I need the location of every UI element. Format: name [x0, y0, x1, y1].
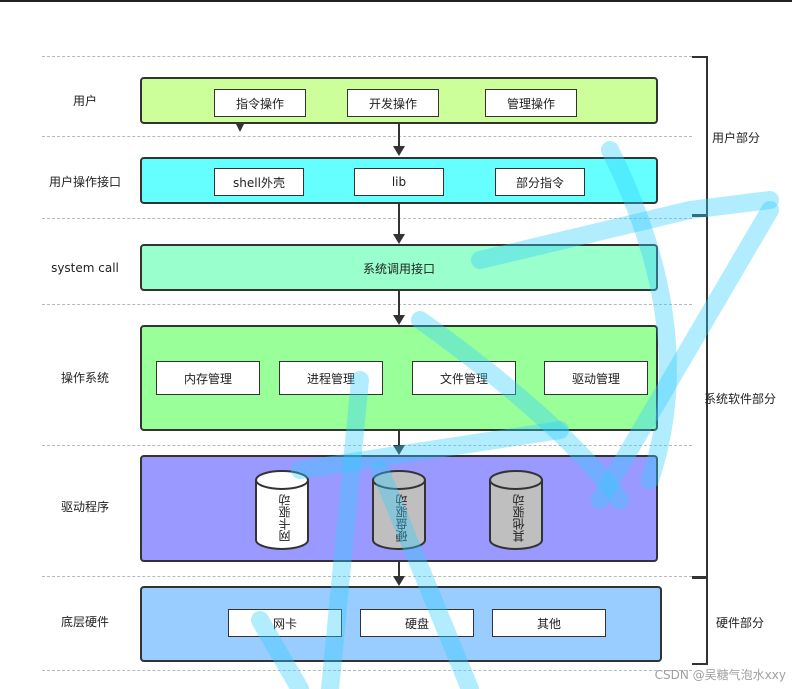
system-software-part-label: 系统软件部分	[703, 392, 776, 406]
row-label-system-call: system call	[51, 261, 119, 275]
os-item: 内存管理	[156, 361, 260, 395]
arrow-line	[398, 291, 400, 315]
separator	[42, 218, 692, 219]
interface-layer: shell外壳 lib 部分指令	[140, 157, 658, 204]
hardware-item: 硬盘	[360, 609, 474, 637]
arrow-down-icon	[393, 315, 405, 325]
arrow-down-icon	[393, 146, 405, 156]
separator	[42, 56, 692, 57]
hardware-item: 其他	[492, 609, 606, 637]
small-arrow-icon	[236, 124, 244, 132]
arrow-line	[398, 431, 400, 445]
arrow-line	[398, 204, 400, 234]
cylinder-icon	[255, 470, 309, 550]
row-label-user: 用户	[72, 94, 97, 108]
arrow-down-icon	[393, 234, 405, 244]
driver-item: 硬盘驱动	[395, 494, 409, 542]
hardware-layer: 网卡 硬盘 其他	[140, 586, 662, 662]
os-layer: 内存管理 进程管理 文件管理 驱动管理	[140, 325, 658, 431]
row-label-hardware: 底层硬件	[60, 615, 109, 629]
separator	[42, 445, 692, 446]
driver-item: 其他驱动	[512, 494, 526, 542]
credit-text: CSDN @吴糖气泡水xxy	[654, 668, 786, 682]
arrow-down-icon	[393, 576, 405, 586]
row-label-os: 操作系统	[60, 371, 109, 385]
interface-item: shell外壳	[214, 168, 304, 196]
user-part-label: 用户部分	[711, 131, 760, 145]
hardware-part-label: 硬件部分	[715, 616, 764, 630]
cylinder-icon	[489, 470, 543, 550]
driver-cylinders	[255, 470, 543, 550]
os-item: 进程管理	[279, 361, 383, 395]
cylinder-icon	[372, 470, 426, 550]
row-label-driver: 驱动程序	[60, 500, 109, 514]
interface-item: lib	[354, 168, 444, 196]
user-item: 指令操作	[214, 89, 306, 117]
os-item: 驱动管理	[544, 361, 648, 395]
syscall-text: 系统调用接口	[362, 262, 435, 276]
driver-item: 网卡驱动	[278, 494, 292, 542]
separator	[42, 304, 692, 305]
os-item: 文件管理	[412, 361, 516, 395]
arrow-line	[398, 562, 400, 576]
user-item: 开发操作	[347, 89, 439, 117]
interface-item: 部分指令	[495, 168, 585, 196]
separator	[42, 136, 692, 137]
syscall-layer: 系统调用接口	[140, 244, 658, 291]
top-border	[0, 0, 792, 2]
user-layer: 指令操作 开发操作 管理操作	[140, 77, 658, 124]
arrow-line	[398, 124, 400, 146]
user-item: 管理操作	[485, 89, 577, 117]
arrow-down-icon	[393, 445, 405, 455]
separator	[42, 576, 692, 577]
hardware-item: 网卡	[228, 609, 342, 637]
row-label-user-interface: 用户操作接口	[48, 175, 121, 189]
hardware-part-bracket	[692, 577, 708, 665]
separator	[42, 670, 692, 671]
